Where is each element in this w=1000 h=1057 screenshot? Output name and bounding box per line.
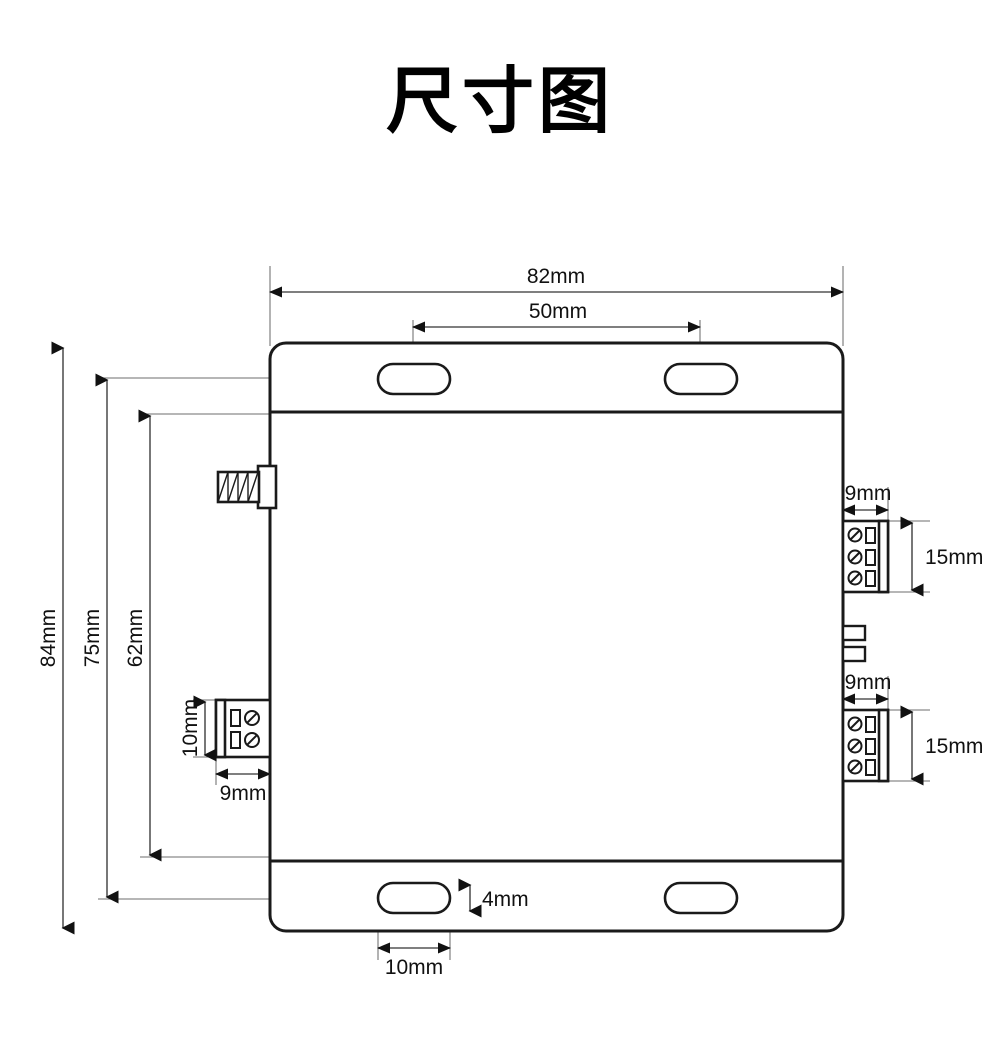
right-upper-wire-slot-2 [865,549,876,566]
dimension-label-82mm: 82mm [527,265,585,288]
dimension-label-10mm-bottom: 10mm [385,956,443,979]
dimension-right-upper-height: 15mm [900,516,983,597]
dimension-right-lower-width: 9mm [842,671,892,705]
dimension-label-84mm: 84mm [37,609,60,667]
dimension-hole-pitch: 50mm [412,300,701,333]
dimension-left-connector-width: 9mm [215,768,271,805]
dimension-overall-height: 84mm [37,341,75,935]
right-lower-terminal-block [841,708,890,783]
right-upper-screw-1 [847,527,863,543]
sma-thread-hatching [217,471,259,503]
mounting-slot-top-right [663,362,739,396]
dimension-slot-width: 10mm [377,942,451,979]
right-lower-wire-slot-2 [865,738,876,755]
right-lower-screw-2 [847,738,863,754]
sma-base [256,464,278,510]
dimension-label-9mm-right-lower: 9mm [845,671,892,694]
left-terminal-screw-1 [244,710,260,726]
enclosure-outline [268,341,845,933]
page-title: 尺寸图 [385,59,614,143]
side-tab-upper [841,624,867,642]
dimension-overall-width: 82mm [269,265,844,298]
sma-antenna-connector [216,464,278,510]
dimension-slot-height: 4mm [458,878,529,918]
right-lower-screw-3 [847,759,863,775]
right-upper-wire-slot-1 [865,527,876,544]
dimension-label-62mm: 62mm [124,609,147,667]
dimension-label-4mm: 4mm [482,888,529,911]
left-terminal-block [214,698,272,759]
dimension-right-upper-width: 9mm [842,482,892,516]
right-lower-screw-1 [847,716,863,732]
side-tab-lower [841,645,867,663]
left-terminal-wire-slot-1 [230,709,241,727]
dimension-right-lower-height: 15mm [900,705,983,786]
dimension-label-10mm-left: 10mm [179,699,202,757]
left-terminal-screw-2 [244,732,260,748]
left-terminal-wire-slot-2 [230,731,241,749]
dimension-label-15mm-right-upper: 15mm [925,546,983,569]
dimension-left-connector-height: 10mm [179,695,217,762]
right-lower-terminal-faceplate [877,708,890,783]
dimension-inner-height: 62mm [124,409,162,862]
dimension-body-height: 75mm [81,373,119,904]
right-lower-wire-slot-3 [865,759,876,776]
device-body [268,341,845,933]
right-upper-screw-2 [847,549,863,565]
right-upper-terminal-block [841,519,890,594]
side-tabs [841,624,867,663]
dimension-label-75mm: 75mm [81,609,104,667]
dimension-label-9mm-left: 9mm [220,782,267,805]
right-upper-wire-slot-3 [865,570,876,587]
mounting-slot-top-left [376,362,452,396]
dimension-label-9mm-right-upper: 9mm [845,482,892,505]
mounting-slot-bottom-right [663,881,739,915]
dimension-label-15mm-right-lower: 15mm [925,735,983,758]
mounting-slots [376,362,739,915]
right-upper-terminal-faceplate [877,519,890,594]
left-terminal-faceplate [214,698,227,759]
mounting-slot-bottom-left [376,881,452,915]
dimension-label-50mm: 50mm [529,300,587,323]
right-lower-wire-slot-1 [865,716,876,733]
right-upper-screw-3 [847,570,863,586]
